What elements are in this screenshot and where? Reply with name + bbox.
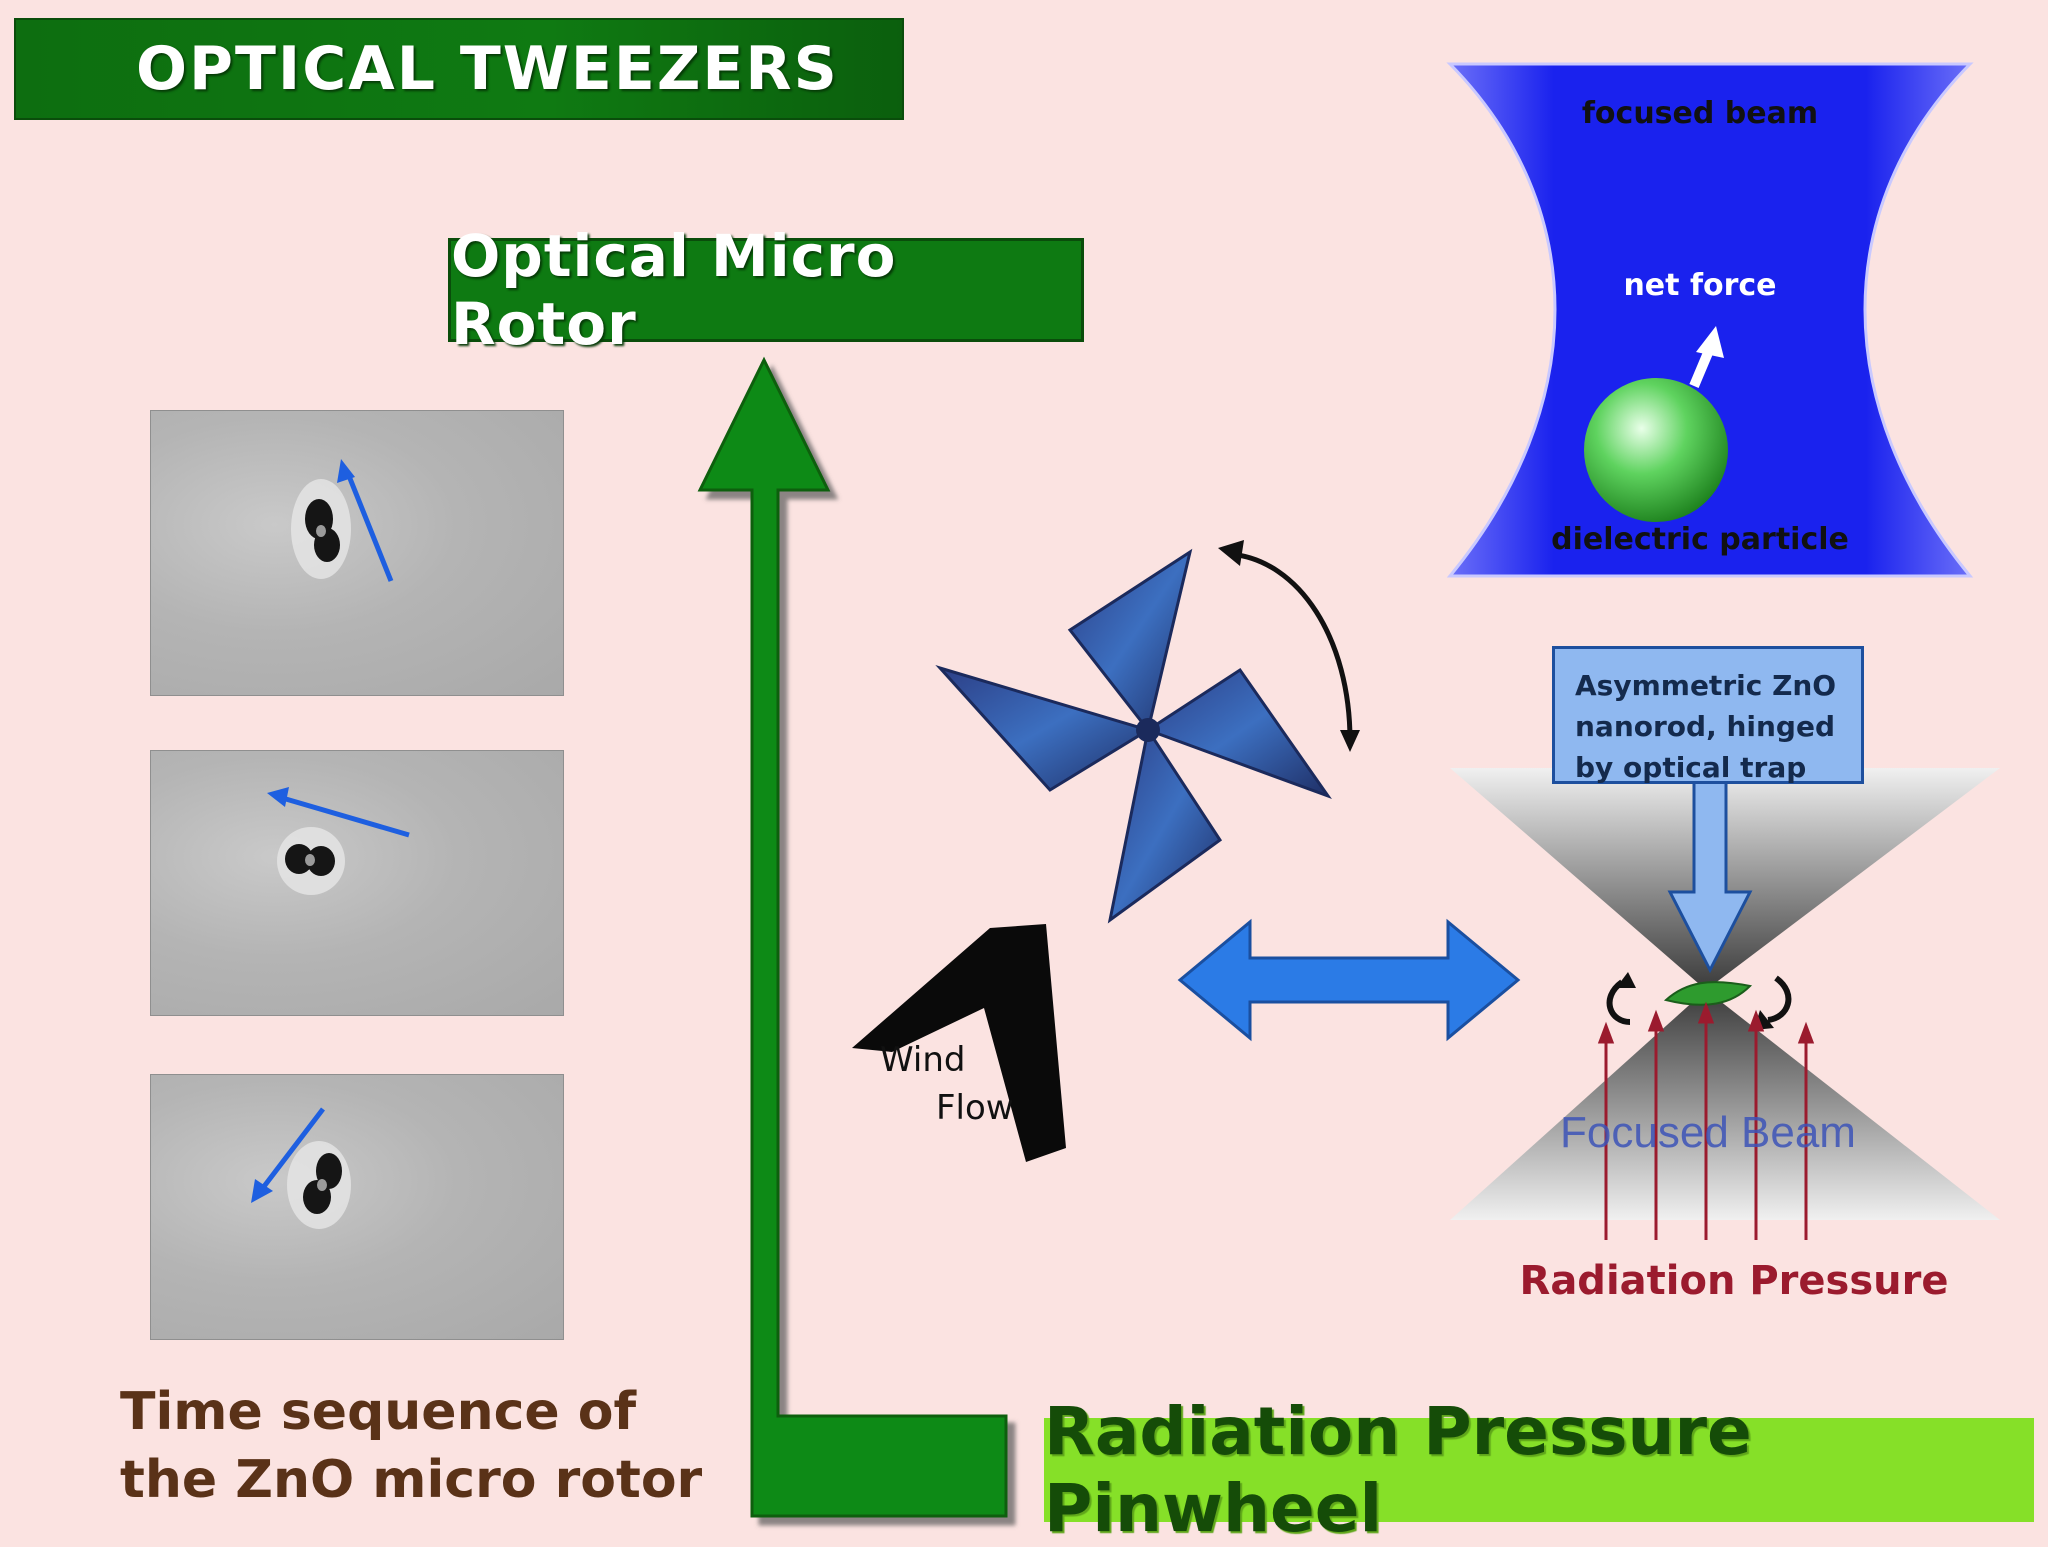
nanorod-box-line-3: by optical trap [1575,747,1851,788]
focused-beam-shape [1450,64,1970,576]
nanorod-description-box: Asymmetric ZnO nanorod, hinged by optica… [1552,646,1864,784]
rotation-arrow-icon [1210,530,1380,770]
dielectric-particle-sphere [1584,378,1728,522]
radiation-pressure-label: Radiation Pressure [1484,1258,1984,1304]
rotor-particle-image-3 [151,1075,563,1339]
wind-flow-label: Wind Flow [880,1036,1040,1132]
rotor-particle-image-1 [151,411,563,695]
nanorod-callout-arrow [1660,782,1760,982]
wind-label-line-2: Flow [880,1084,1040,1132]
lower-beam-cone [1450,990,2000,1220]
nanorod-box-line-2: nanorod, hinged [1575,706,1851,747]
dielectric-particle-label: dielectric particle [1500,522,1900,557]
rotor-photo-frame-3 [150,1074,564,1340]
time-sequence-caption: Time sequence of the ZnO micro rotor [120,1378,740,1514]
focused-beam-top-label: focused beam [1500,96,1900,131]
zno-nanorod [1666,982,1750,1005]
wind-label-line-1: Wind [880,1036,1040,1084]
nanorod-box-line-1: Asymmetric ZnO [1575,665,1851,706]
caption-line-2: the ZnO micro rotor [120,1446,740,1514]
rotor-particle-image-2 [151,751,563,1015]
focused-beam-diagram [1440,56,1980,586]
net-force-label: net force [1550,268,1850,303]
focused-beam-label: Focused Beam [1508,1108,1908,1158]
rotor-photo-frame-2 [150,750,564,1016]
caption-line-1: Time sequence of [120,1378,740,1446]
rotor-photo-frame-1 [150,410,564,696]
